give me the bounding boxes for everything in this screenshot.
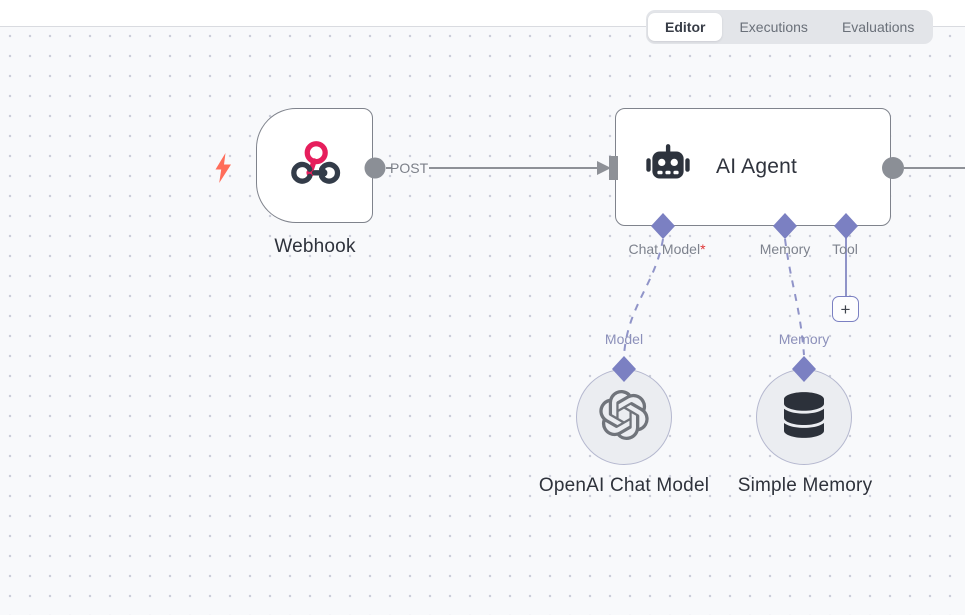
tab-editor[interactable]: Editor	[648, 13, 723, 41]
ai-agent-node-title: AI Agent	[716, 155, 797, 178]
webhook-node-label: Webhook	[274, 236, 356, 257]
openai-node-label: OpenAI Chat Model	[538, 475, 710, 496]
database-icon	[784, 391, 824, 443]
node-openai-chat-model[interactable]	[576, 369, 672, 465]
node-simple-memory[interactable]	[756, 369, 852, 465]
agent-tool-port-label: Tool	[832, 241, 858, 257]
agent-chatmodel-port-label: Chat Model*	[628, 241, 706, 257]
robot-icon	[643, 143, 693, 191]
tab-evaluations[interactable]: Evaluations	[841, 19, 915, 35]
agent-memory-port-label: Memory	[759, 241, 811, 257]
simplememory-port-label: Memory	[778, 331, 830, 347]
tab-executions[interactable]: Executions	[739, 19, 808, 35]
webhook-output-label: POST	[390, 160, 429, 176]
webhook-icon	[288, 137, 342, 194]
add-tool-button[interactable]: +	[832, 296, 859, 322]
node-ai-agent[interactable]: AI Agent	[615, 108, 891, 226]
openai-model-port-label: Model	[604, 331, 644, 347]
required-asterisk: *	[700, 241, 706, 257]
node-webhook[interactable]	[256, 108, 373, 223]
lightning-bolt-icon	[213, 153, 233, 188]
simple-memory-node-label: Simple Memory	[737, 475, 873, 496]
openai-logo-icon	[599, 389, 649, 445]
view-tabs: Editor Executions Evaluations	[646, 10, 934, 44]
